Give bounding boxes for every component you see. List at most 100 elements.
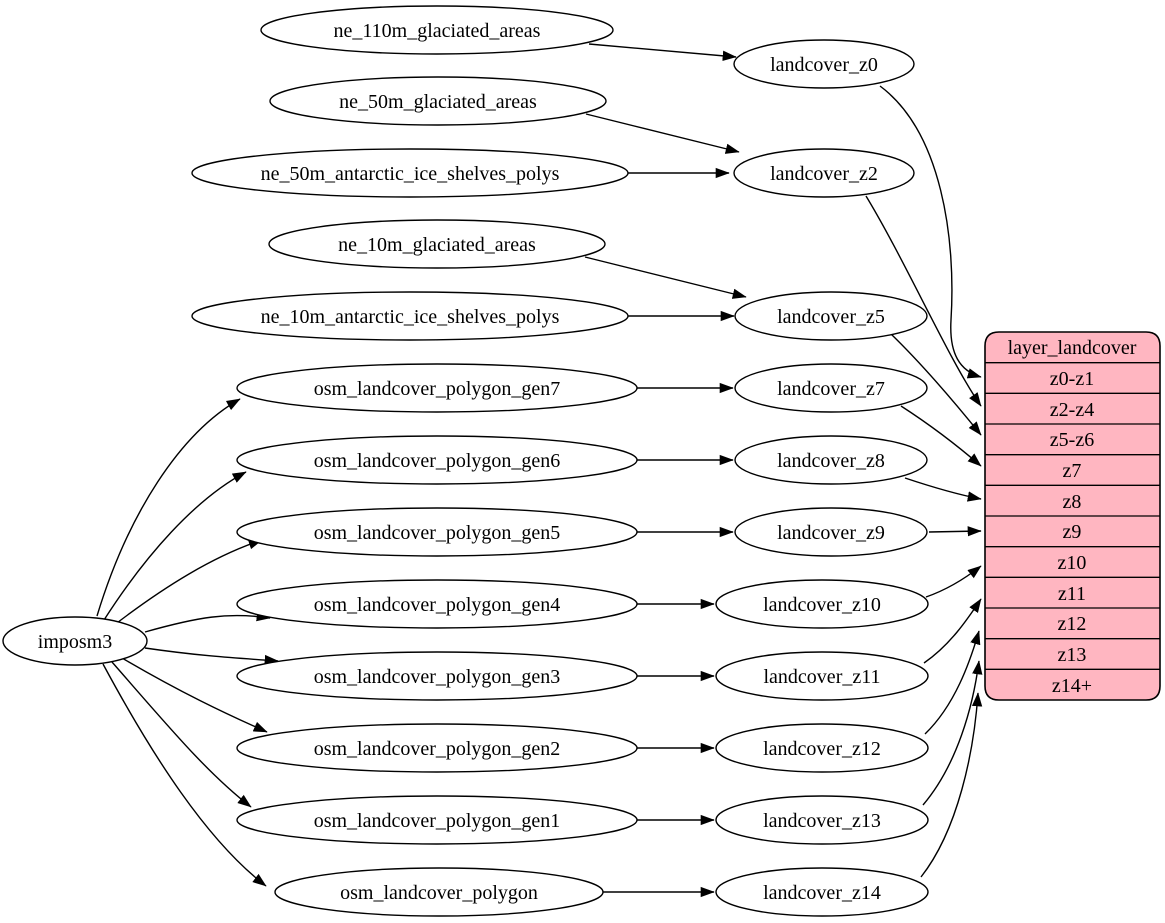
node-landcover-z10: landcover_z10 [715, 579, 929, 629]
node-osm-landcover-polygon-gen2: osm_landcover_polygon_gen2 [236, 723, 638, 773]
node-landcover-z9: landcover_z9 [734, 507, 928, 557]
node-osm-landcover-polygon-gen6: osm_landcover_polygon_gen6 [236, 435, 638, 485]
node-osm-landcover-polygon-gen4: osm_landcover_polygon_gen4 [236, 579, 638, 629]
layer-landcover-title: layer_landcover [1008, 337, 1137, 359]
node-z12-label: landcover_z12 [763, 738, 881, 760]
edge-imposm3-to-gen5 [112, 539, 263, 627]
node-landcover-z12: landcover_z12 [715, 723, 929, 773]
node-osm-landcover-polygon-gen3: osm_landcover_polygon_gen3 [236, 651, 638, 701]
node-gen6-shape [236, 435, 638, 485]
node-z7-label: landcover_z7 [777, 378, 885, 400]
node-z2-label: landcover_z2 [770, 163, 878, 185]
node-z10-shape [715, 579, 929, 629]
node-gen6-label: osm_landcover_polygon_gen6 [314, 450, 561, 472]
edge-z9-to-row-z9 [928, 526, 982, 537]
edge-ne110m-to-z0 [588, 43, 737, 61]
node-ne-10m-shape [268, 219, 606, 269]
edge-z11-to-row-z11 [923, 598, 982, 664]
node-layer-landcover: layer_landcover z0-z1 z2-z4 z5-z6 z7 z8 … [984, 331, 1161, 701]
edge-z14-to-row-z14plus [920, 692, 983, 878]
node-ne-10m-ant-shape [191, 291, 629, 341]
node-z8-label: landcover_z8 [777, 450, 885, 472]
node-z0-label: landcover_z0 [770, 54, 878, 76]
edge-imposm3-to-gen2 [121, 657, 268, 733]
node-z5-shape [734, 291, 928, 341]
edge-z10-to-row-z10 [925, 565, 982, 598]
node-z13-label: landcover_z13 [763, 810, 881, 832]
node-osm-landcover-polygon-gen1: osm_landcover_polygon_gen1 [236, 795, 638, 845]
node-gen5-shape [236, 507, 638, 557]
node-z13-shape [715, 795, 929, 845]
node-landcover-z2: landcover_z2 [733, 148, 915, 198]
edge-ne10m-to-z5 [584, 256, 747, 299]
node-gen2-label: osm_landcover_polygon_gen2 [314, 738, 561, 760]
node-gen7-shape [236, 363, 638, 413]
node-ne-50m-antarctic-ice-shelves-polys: ne_50m_antarctic_ice_shelves_polys [191, 148, 629, 198]
node-gen5-label: osm_landcover_polygon_gen5 [314, 522, 561, 544]
edge-ne50m-to-z2 [585, 113, 740, 154]
node-ne-50m-glaciated-areas: ne_50m_glaciated_areas [269, 76, 607, 126]
node-z12-shape [715, 723, 929, 773]
edge-imposm3-to-gen4 [144, 610, 271, 633]
node-ne-10m-glaciated-areas: ne_10m_glaciated_areas [268, 219, 606, 269]
node-z10-label: landcover_z10 [763, 594, 881, 616]
node-z14-label: landcover_z14 [763, 882, 881, 904]
node-gen1-label: osm_landcover_polygon_gen1 [314, 810, 561, 832]
record-row-z12: z12 [1058, 613, 1087, 635]
node-ne-10m-label: ne_10m_glaciated_areas [338, 234, 536, 256]
node-z8-shape [734, 435, 928, 485]
edge-z12-to-row-z12 [924, 630, 981, 735]
record-row-z5-z6: z5-z6 [1050, 429, 1094, 451]
edge-z7-to-row-z7 [900, 405, 982, 467]
node-imposm3-label: imposm3 [38, 631, 112, 653]
node-imposm3-shape [2, 616, 148, 666]
edge-imposm3-to-gen6 [103, 471, 247, 621]
record-row-z9: z9 [1063, 521, 1082, 543]
node-ne-50m-label: ne_50m_glaciated_areas [339, 91, 537, 113]
node-landcover-z14: landcover_z14 [715, 867, 929, 917]
node-gen3-label: osm_landcover_polygon_gen3 [314, 666, 561, 688]
node-landcover-z7: landcover_z7 [734, 363, 928, 413]
node-osm-landcover-polygon: osm_landcover_polygon [274, 867, 604, 917]
node-landcover-z8: landcover_z8 [734, 435, 928, 485]
edge-z13-to-row-z13 [922, 660, 983, 806]
node-osm-landcover-polygon-gen7: osm_landcover_polygon_gen7 [236, 363, 638, 413]
node-z9-shape [734, 507, 928, 557]
record-row-z13: z13 [1058, 644, 1087, 666]
node-landcover-z5: landcover_z5 [734, 291, 928, 341]
node-z5-label: landcover_z5 [777, 306, 885, 328]
edge-z0-to-row-z0-z1 [879, 85, 982, 379]
edge-z2-to-row-z2-z4 [865, 195, 982, 407]
record-row-z11: z11 [1058, 583, 1086, 605]
node-ne-10m-antarctic-ice-shelves-polys: ne_10m_antarctic_ice_shelves_polys [191, 291, 629, 341]
edge-imposm3-to-gen1 [111, 661, 252, 808]
record-row-z10: z10 [1058, 552, 1087, 574]
edge-imposm3-to-gen7 [96, 398, 241, 617]
node-ne-110m-glaciated-areas: ne_110m_glaciated_areas [260, 5, 614, 55]
node-z14-shape [715, 867, 929, 917]
node-imposm3: imposm3 [2, 616, 148, 666]
node-ne-110m-shape [260, 5, 614, 55]
record-row-z2-z4: z2-z4 [1050, 399, 1094, 421]
record-row-z14plus: z14+ [1052, 675, 1092, 697]
node-gen7-label: osm_landcover_polygon_gen7 [314, 378, 561, 400]
node-z0-shape [733, 39, 915, 89]
edge-imposm3-to-gen3 [144, 647, 279, 666]
edge-z8-to-row-z8 [904, 477, 982, 502]
record-row-z0-z1: z0-z1 [1050, 368, 1094, 390]
record-row-z8: z8 [1063, 491, 1082, 513]
edge-imposm3-to-polygon [102, 663, 267, 887]
node-polygon-shape [274, 867, 604, 917]
node-gen4-shape [236, 579, 638, 629]
node-layer: imposm3 ne_110m_glaciated_areas ne_50m_g… [2, 5, 929, 917]
node-landcover-z13: landcover_z13 [715, 795, 929, 845]
node-z11-shape [715, 651, 929, 701]
node-z7-shape [734, 363, 928, 413]
node-landcover-z0: landcover_z0 [733, 39, 915, 89]
node-ne-50m-ant-shape [191, 148, 629, 198]
node-landcover-z11: landcover_z11 [715, 651, 929, 701]
edge-z5-to-row-z5-z6 [890, 333, 982, 436]
node-osm-landcover-polygon-gen5: osm_landcover_polygon_gen5 [236, 507, 638, 557]
